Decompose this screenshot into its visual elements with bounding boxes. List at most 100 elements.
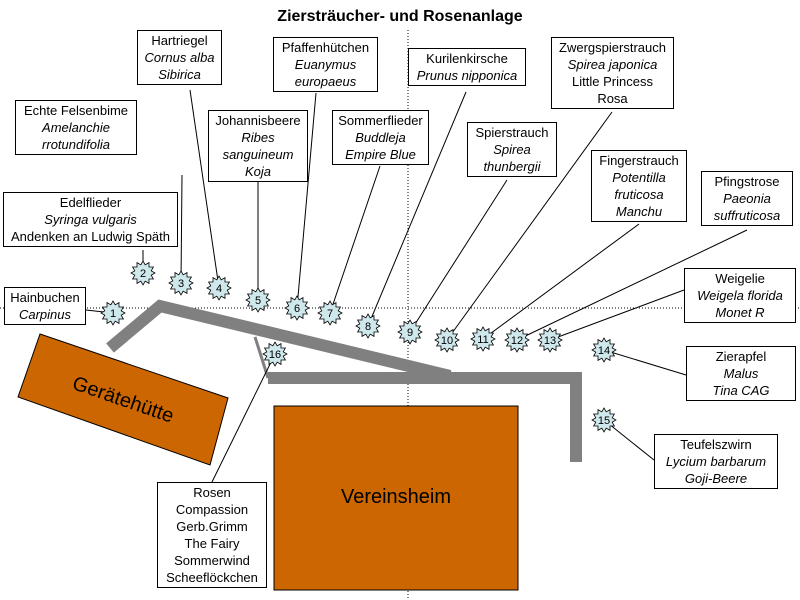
plant-common-name: Johannisbeere [215, 113, 301, 128]
marker-number-5: 5 [255, 295, 261, 307]
marker-number-3: 3 [178, 278, 184, 290]
plant-marker-1: 1 [100, 300, 126, 326]
leader-line-8 [367, 91, 467, 327]
marker-number-1: 1 [110, 308, 116, 320]
marker-star-2 [130, 260, 156, 286]
leader-lines [85, 89, 748, 483]
marker-number-2: 2 [140, 268, 146, 280]
marker-number-12: 12 [511, 335, 523, 347]
leader-line-10 [446, 111, 613, 341]
marker-star-7 [317, 300, 343, 326]
marker-star-14 [591, 337, 617, 363]
marker-star-1 [100, 300, 126, 326]
leader-line-11 [482, 223, 640, 340]
plant-common-name: Zwergspierstrauch [559, 40, 666, 55]
marker-number-9: 9 [407, 327, 413, 339]
leader-line-15 [603, 419, 655, 461]
shed-building [17, 333, 229, 466]
plant-common-name: Weigelie [715, 271, 765, 286]
leader-line-4 [189, 89, 220, 289]
plant-marker-14: 14 [591, 337, 617, 363]
clubhouse-building [273, 405, 519, 591]
marker-number-4: 4 [216, 283, 222, 295]
leader-line-6 [296, 92, 317, 309]
marker-number-16: 16 [269, 349, 281, 361]
marker-number-8: 8 [365, 321, 371, 333]
path-connector [253, 336, 270, 379]
leader-line-7 [329, 165, 381, 314]
plant-marker-4: 4 [206, 275, 232, 301]
marker-star-15 [591, 407, 617, 433]
plant-marker-11: 11 [470, 326, 496, 352]
plant-botanical-name: Syringa vulgaris [44, 212, 137, 227]
marker-star-10 [434, 327, 460, 353]
plant-marker-5: 5 [245, 287, 271, 313]
marker-star-4 [206, 275, 232, 301]
marker-star-5 [245, 287, 271, 313]
marker-star-16 [262, 341, 288, 367]
plant-common-name: Sommerflieder [338, 113, 423, 128]
plant-marker-2: 2 [130, 260, 156, 286]
plant-common-name: Spierstrauch [475, 125, 549, 140]
leader-line-9 [409, 179, 508, 333]
leader-line-16 [211, 353, 276, 483]
plant-common-name: Zierapfel [715, 349, 767, 364]
path-straight [268, 372, 582, 462]
plant-marker-9: 9 [397, 319, 423, 345]
plant-common-name: Kurilenkirsche [426, 51, 508, 66]
marker-number-13: 13 [544, 335, 556, 347]
marker-star-9 [397, 319, 423, 345]
marker-number-11: 11 [477, 334, 488, 346]
marker-number-7: 7 [327, 308, 333, 320]
plant-marker-3: 3 [168, 270, 194, 296]
plant-botanical-name: Carpinus [18, 307, 72, 322]
marker-number-6: 6 [294, 303, 300, 315]
leader-line-12 [516, 229, 748, 341]
plant-marker-15: 15 [591, 407, 617, 433]
path-diagonal [106, 299, 452, 382]
clubhouse-label: Vereinsheim [341, 486, 451, 508]
page-title: Ziersträucher- und Rosenanlage [277, 8, 523, 25]
plant-marker-6: 6 [284, 295, 310, 321]
marker-number-10: 10 [441, 335, 453, 347]
marker-number-14: 14 [598, 345, 610, 357]
plant-marker-10: 10 [434, 327, 460, 353]
plant-marker-16: 16 [262, 341, 288, 367]
plant-common-name: Teufelszwirn [680, 437, 752, 452]
plant-common-name: Hartriegel [151, 33, 208, 48]
plant-marker-7: 7 [317, 300, 343, 326]
plant-common-name: Echte Felsenbime [23, 103, 129, 118]
plant-common-name: Rosen [193, 485, 231, 500]
marker-star-13 [537, 327, 563, 353]
plant-common-name: Pfingstrose [714, 174, 780, 189]
leader-line-14 [603, 349, 687, 376]
plant-common-name: Pfaffenhütchen [281, 40, 370, 55]
